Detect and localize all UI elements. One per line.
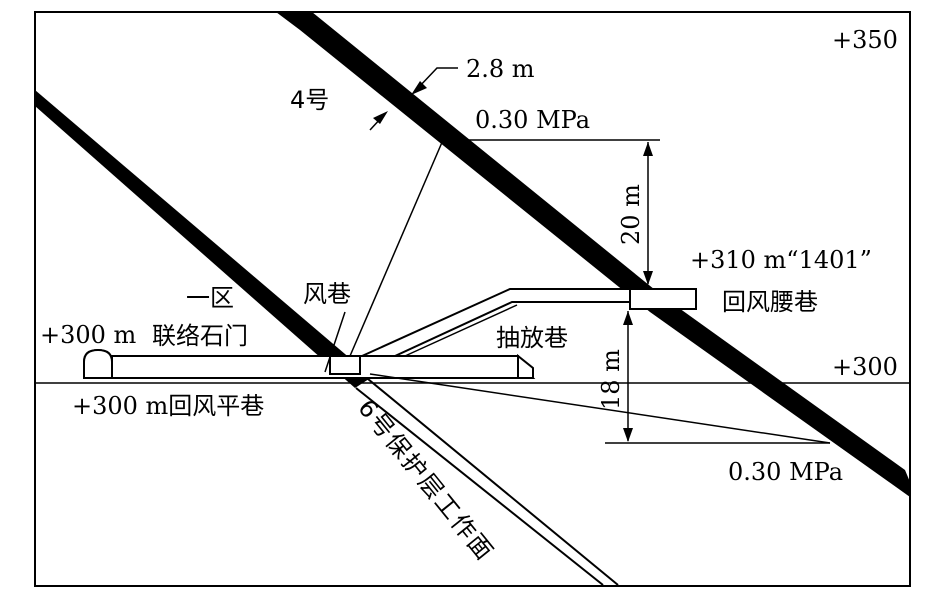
- thickness-arrow-a: [411, 81, 427, 95]
- borehole-bottom: [369, 373, 831, 444]
- elev-300m-label: +300 m: [40, 321, 137, 349]
- dist-20-label: 20 m: [617, 184, 645, 245]
- tunnel-1401: [629, 288, 697, 310]
- roadway-end-left: [83, 348, 113, 379]
- return-level-label: +300 m回风平巷: [72, 392, 264, 420]
- tunnel-1401-label: +310 m“1401”: [690, 246, 872, 274]
- thickness-arrow-b: [373, 111, 388, 124]
- thickness-leader: [417, 67, 458, 89]
- return-level-roadway-body: [111, 355, 519, 379]
- seam-4-label: 4号: [290, 86, 329, 114]
- roadway-end-right: [517, 353, 534, 379]
- dim-20-arrow-bottom: [643, 271, 653, 285]
- dim-18-arrow-top: [623, 311, 633, 325]
- elev-350-label: +350: [832, 26, 898, 54]
- pressure-bottom-label: 0.30 MPa: [728, 458, 843, 486]
- return-waist-label: 回风腰巷: [722, 288, 818, 316]
- district-1-label: 一区: [186, 284, 234, 312]
- dim-20-arrow-top: [643, 142, 653, 156]
- dim-18-arrow-bottom: [623, 428, 633, 442]
- elev-300-right-label: +300: [832, 353, 898, 381]
- seam-6-band: [35, 90, 372, 388]
- seam-6-face-line-b: [355, 387, 604, 586]
- borehole-top: [349, 139, 444, 357]
- thickness-label: 2.8 m: [466, 55, 535, 83]
- seam-4-band: [276, 12, 910, 497]
- seam-crossing-box: [329, 355, 361, 375]
- drainage-incline-inner: [404, 304, 518, 357]
- air-tunnel-leader: [324, 311, 346, 373]
- pressure-top-label: 0.30 MPa: [475, 106, 590, 134]
- dist-18-label: 18 m: [597, 349, 625, 410]
- drainage-tunnel-label: 抽放巷: [496, 324, 568, 352]
- seam-6-face-label: 6号保护层工作面: [352, 394, 499, 566]
- crosscut-label: 联络石门: [152, 322, 248, 350]
- diagram-frame: [34, 11, 911, 587]
- seam-6-face-line-a: [367, 378, 619, 586]
- air-tunnel-label: 风巷: [303, 280, 351, 308]
